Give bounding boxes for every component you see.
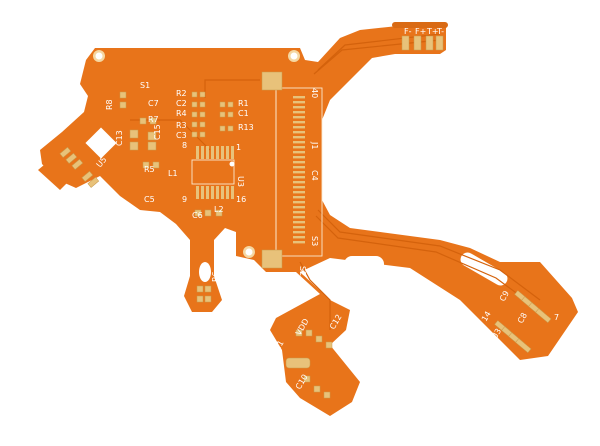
label-led: LED bbox=[179, 274, 188, 290]
label-l1: L1 bbox=[168, 169, 178, 178]
passive-pads bbox=[119, 91, 234, 303]
label-j1: J1 bbox=[310, 141, 319, 149]
label-pin40: 40 bbox=[310, 88, 319, 98]
label-vr1: VR1 bbox=[56, 74, 74, 91]
connector-j1 bbox=[261, 71, 323, 269]
label-r1: R1 bbox=[238, 99, 249, 108]
label-pin7: 7 bbox=[554, 313, 559, 322]
label-f-minus: F- bbox=[404, 27, 412, 36]
label-c2: C2 bbox=[176, 99, 187, 108]
silkscreen: VR1 R8 S1 C7 R7 C13 C15 R5 L1 C5 U5 R2 C… bbox=[56, 27, 560, 391]
label-u3: U3 bbox=[236, 176, 245, 187]
label-r3: R3 bbox=[176, 121, 187, 130]
right-arm-pads bbox=[494, 290, 552, 354]
pcb-board bbox=[38, 22, 578, 416]
ic-u3 bbox=[191, 146, 235, 199]
label-c3: C3 bbox=[176, 131, 187, 140]
label-s3: S3 bbox=[310, 236, 319, 246]
label-pin1: 1 bbox=[236, 143, 241, 152]
u5-pads bbox=[59, 146, 100, 188]
label-s1: S1 bbox=[140, 81, 150, 90]
bottom-arm-pads bbox=[285, 329, 333, 399]
tab-pads bbox=[401, 35, 444, 51]
label-f-plus: F+ bbox=[415, 27, 426, 36]
label-r13: R13 bbox=[238, 123, 254, 132]
label-pin3: 3 bbox=[276, 361, 281, 370]
label-c13: C13 bbox=[115, 130, 124, 146]
label-c6: C6 bbox=[192, 211, 203, 220]
label-r4: R4 bbox=[176, 109, 187, 118]
label-r2: R2 bbox=[176, 89, 187, 98]
label-r6: R6 bbox=[211, 271, 220, 282]
label-t-plus: T+ bbox=[426, 27, 439, 36]
label-pin14: 14 bbox=[480, 310, 493, 323]
label-c5: C5 bbox=[144, 195, 155, 204]
label-pin9: 9 bbox=[182, 195, 187, 204]
label-r5: R5 bbox=[144, 165, 155, 174]
label-r8: R8 bbox=[105, 99, 114, 110]
label-r7: R7 bbox=[148, 115, 159, 124]
label-c4: C4 bbox=[310, 170, 319, 181]
label-pin16: 16 bbox=[236, 195, 246, 204]
label-s2: S2 bbox=[298, 266, 307, 276]
label-l2: L2 bbox=[214, 205, 224, 214]
label-t-minus: T- bbox=[436, 27, 444, 36]
label-c15: C15 bbox=[153, 124, 162, 140]
label-c1: C1 bbox=[238, 109, 249, 118]
label-c7: C7 bbox=[148, 99, 159, 108]
label-pin8: 8 bbox=[182, 141, 187, 150]
